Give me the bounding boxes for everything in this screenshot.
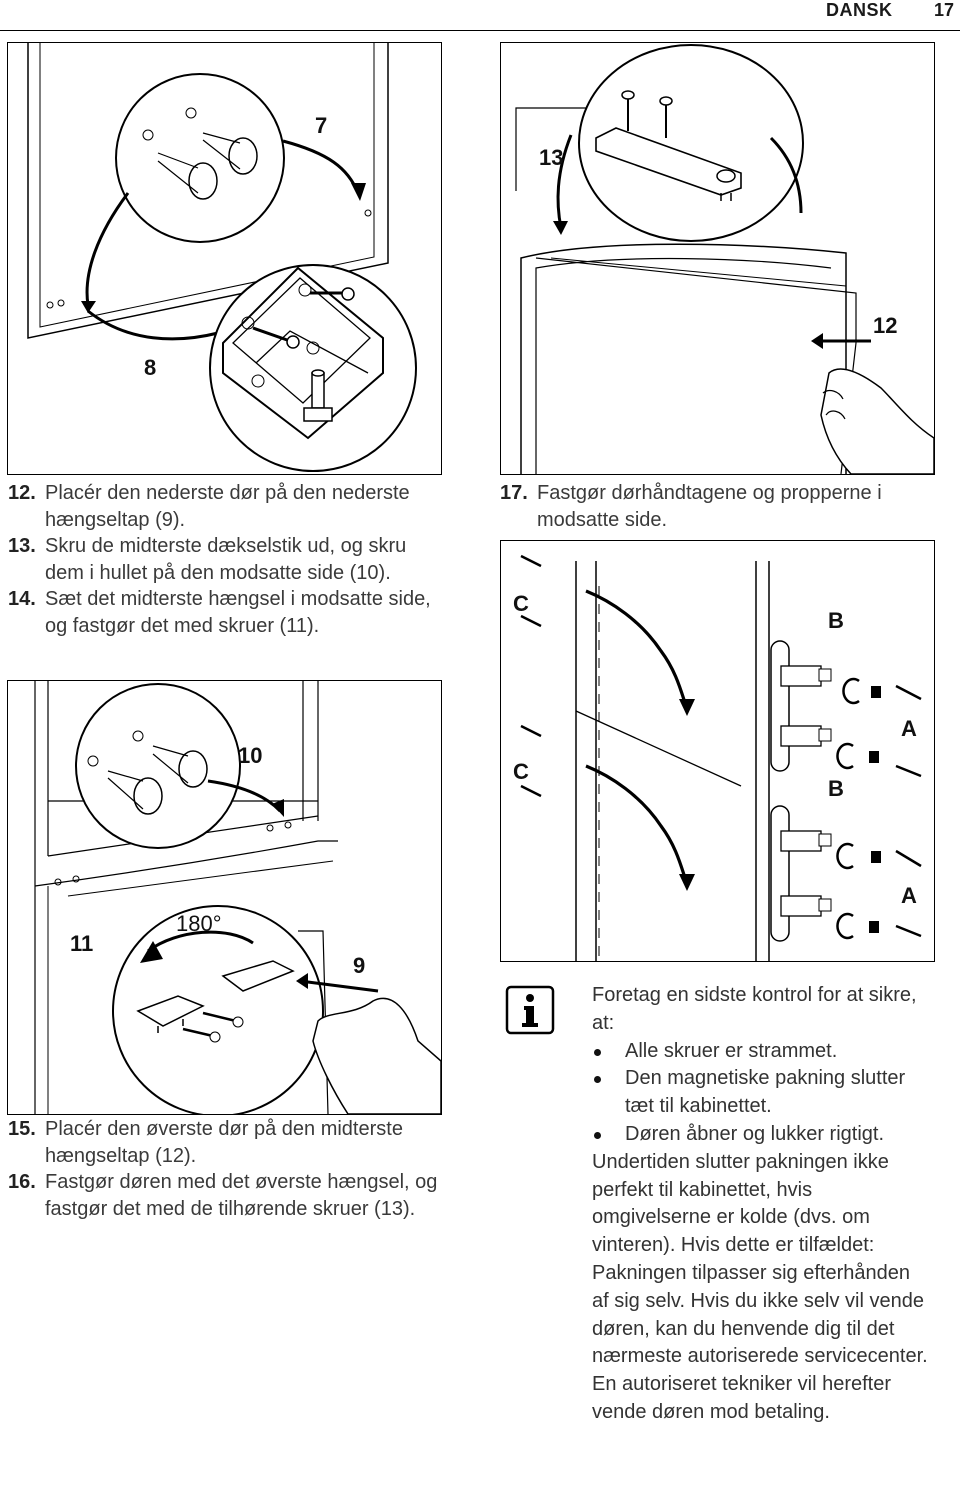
note-checklist: Alle skruer er strammet. Den magnetiske …: [592, 1038, 932, 1149]
step-15: 15.Placér den øverste dør på den midters…: [8, 1118, 403, 1167]
label-A-upper: A: [901, 716, 917, 741]
info-icon: [505, 985, 555, 1035]
note-bullet: Døren åbner og lukker rigtigt.: [592, 1121, 932, 1149]
label-B-lower: B: [828, 776, 844, 801]
note-bullet: Den magnetiske pakning slutter tæt til k…: [592, 1065, 932, 1121]
label-B-upper: B: [828, 608, 844, 633]
label-A-lower: A: [901, 883, 917, 908]
page-header: DANSK 17: [0, 0, 960, 34]
step-12: 12.Placér den nederste dør på den neders…: [8, 482, 410, 531]
header-rule: [0, 30, 960, 31]
figure-top-hinge: 13 12: [500, 42, 935, 475]
label-10: 10: [238, 743, 262, 768]
label-13: 13: [539, 145, 563, 170]
figure-plugs-middle-hinge: 10 11 9 180°: [7, 680, 442, 1115]
door-handles-illustration: C C B B A A: [513, 554, 922, 961]
figure-door-handles: C C B B A A: [500, 540, 935, 962]
label-8: 8: [144, 355, 156, 380]
label-7: 7: [315, 113, 327, 138]
label-12: 12: [873, 313, 897, 338]
language-label: DANSK: [826, 0, 893, 20]
handle-upper: [770, 640, 832, 772]
label-C-lower: C: [513, 759, 529, 784]
steps-15-16: 15.Placér den øverste dør på den midters…: [8, 1116, 448, 1222]
step-17-block: 17.Fastgør dørhåndtagene og propperne i …: [500, 480, 955, 533]
note-intro: Foretag en sidste kontrol for at sikre, …: [592, 984, 917, 1034]
label-180-degrees: 180°: [176, 911, 222, 936]
top-hinge-illustration: 13 12: [515, 44, 934, 474]
step-17: 17.Fastgør dørhåndtagene og propperne i …: [500, 482, 882, 531]
handle-lower: [770, 805, 832, 942]
step-14: 14.Sæt det midterste hængsel i modsatte …: [8, 588, 431, 637]
final-check-note: Foretag en sidste kontrol for at sikre, …: [592, 982, 932, 1427]
steps-12-14: 12.Placér den nederste dør på den neders…: [8, 480, 448, 639]
plugs-middle-hinge-illustration: 10 11 9 180°: [34, 681, 441, 1114]
label-C-upper: C: [513, 591, 529, 616]
page-number: 17: [934, 0, 955, 20]
label-9: 9: [353, 953, 365, 978]
note-body: Undertiden slutter pakningen ikke perfek…: [592, 1150, 928, 1423]
step-13: 13.Skru de midterste dækselstik ud, og s…: [8, 535, 407, 584]
step-16: 16.Fastgør døren med det øverste hængsel…: [8, 1171, 438, 1220]
hinge-plugs-illustration: 7 8: [27, 43, 417, 472]
label-11: 11: [70, 931, 93, 956]
note-bullet: Alle skruer er strammet.: [592, 1038, 932, 1066]
figure-middle-hinge-plugs: 7 8: [7, 42, 442, 475]
